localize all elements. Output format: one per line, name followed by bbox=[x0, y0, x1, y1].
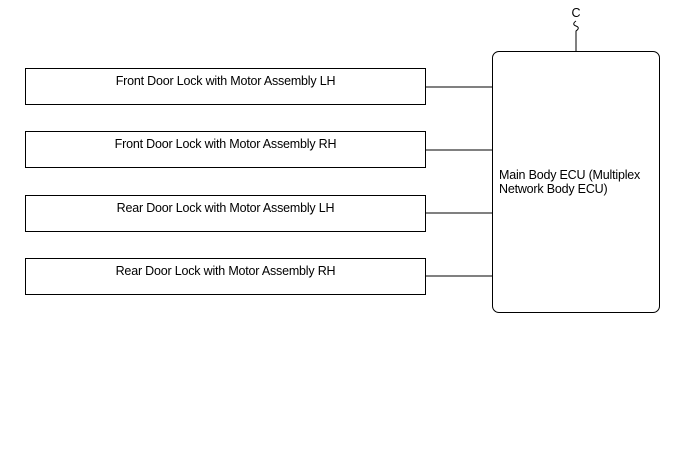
component-front-door-lock-lh: Front Door Lock with Motor Assembly LH bbox=[25, 68, 426, 105]
main-body-ecu: Main Body ECU (Multiplex Network Body EC… bbox=[492, 51, 660, 313]
ecu-label-line-2: Network Body ECU) bbox=[499, 182, 608, 196]
component-label: Front Door Lock with Motor Assembly RH bbox=[114, 137, 337, 151]
component-rear-door-lock-lh: Rear Door Lock with Motor Assembly LH bbox=[25, 195, 426, 232]
connector-wire-break-icon bbox=[573, 20, 579, 51]
ecu-label: Main Body ECU (Multiplex Network Body EC… bbox=[499, 168, 659, 196]
component-label: Front Door Lock with Motor Assembly LH bbox=[115, 74, 336, 88]
component-front-door-lock-rh: Front Door Lock with Motor Assembly RH bbox=[25, 131, 426, 168]
ecu-label-line-1: Main Body ECU (Multiplex bbox=[499, 168, 641, 182]
component-label: Rear Door Lock with Motor Assembly LH bbox=[116, 201, 335, 215]
component-label: Rear Door Lock with Motor Assembly RH bbox=[115, 264, 336, 278]
component-rear-door-lock-rh: Rear Door Lock with Motor Assembly RH bbox=[25, 258, 426, 295]
connector-label: C bbox=[571, 6, 581, 20]
